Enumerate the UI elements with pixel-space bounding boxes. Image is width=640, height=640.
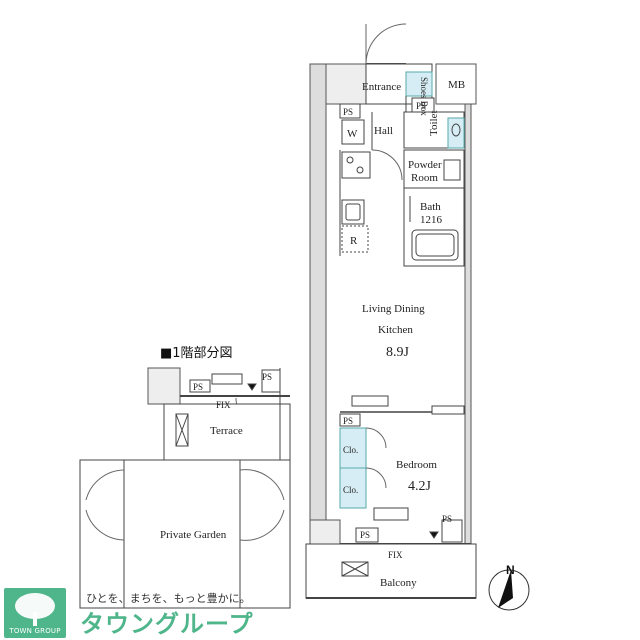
closet-label-2: Clo.: [343, 485, 358, 495]
closet-label-1: Clo.: [343, 445, 358, 455]
bedroom-label: Bedroom: [396, 459, 437, 471]
entrance-door-swing: [365, 23, 407, 65]
ff-window-marker: [247, 383, 257, 391]
logo-slogan: ひとを、まちを、もっと豊かに。: [86, 592, 251, 605]
company-logo: TOWN GROUP ひとを、まちを、もっと豊かに。 タウングループ: [0, 584, 340, 640]
kitchen-sink: [341, 199, 365, 225]
ps-box-lower-left: [355, 527, 379, 543]
ff-ps-label-right: PS: [262, 372, 272, 382]
tree-icon: [15, 593, 55, 626]
refrigerator-space: [341, 225, 369, 253]
logo-company-name: タウングループ: [80, 610, 254, 638]
bath-label-line2: 1216: [420, 214, 443, 226]
ldk-label-line2: Kitchen: [378, 324, 413, 336]
main-unit-plan: [305, 23, 477, 599]
shoes-box: [405, 71, 433, 97]
bathtub-inner: [415, 233, 455, 257]
sliding-door: [431, 405, 465, 415]
meter-box: [435, 63, 477, 105]
hatch-cross-2: [341, 561, 369, 577]
ff-shelf: [211, 373, 243, 385]
terrace-hatch-cross-2: [175, 413, 189, 447]
ps-label-lower-right: PS: [442, 514, 452, 524]
mb-label: MB: [448, 79, 465, 91]
washer-label: W: [347, 128, 358, 140]
terrace-label: Terrace: [210, 425, 243, 437]
entrance-label: Entrance: [362, 81, 401, 93]
toilet-fixture: [447, 117, 465, 149]
ldk-label-line1: Living Dining: [362, 303, 425, 315]
bath-label-line1: Bath: [420, 201, 441, 213]
ps-box-bedroom: [339, 413, 361, 427]
toilet-label: Toilet: [428, 110, 440, 136]
sink-bowl: [345, 203, 361, 221]
ldk-size-label: 8.9J: [386, 345, 410, 360]
closet-door-swing-2: [365, 467, 387, 489]
private-garden-label: Private Garden: [160, 529, 227, 541]
ff-fix-label: FIX: [216, 400, 231, 410]
ff-ps-label-left: PS: [193, 382, 203, 392]
first-floor-plan: [79, 367, 291, 609]
hall-door-swing: [371, 149, 403, 181]
ff-ps-box-left: [189, 379, 211, 393]
shoes-box-label: Shoes Box: [419, 77, 429, 116]
garden-gate-right-swing-1: [239, 469, 285, 501]
ps-label-upper-right: PS: [416, 101, 426, 111]
burner-1: [346, 156, 354, 164]
air-conditioner: [373, 507, 409, 521]
tree-logo-icon: TOWN GROUP: [4, 588, 66, 638]
ps-box-upper-left: [339, 103, 361, 119]
hall-label: Hall: [374, 125, 393, 137]
entrance-left-pillar: [325, 63, 367, 105]
bedroom-size-label: 4.2J: [408, 479, 432, 494]
garden-gate-right-swing-2: [239, 509, 285, 541]
balcony-area: [305, 543, 477, 599]
toilet-bowl: [451, 123, 461, 137]
compass-north-label: N: [506, 563, 515, 577]
balcony-label: Balcony: [380, 577, 417, 589]
ps-box-lower-right: [441, 519, 463, 543]
private-garden-area: [79, 459, 291, 609]
refrigerator-label: R: [350, 235, 358, 247]
first-floor-title: ■1階部分図: [160, 346, 233, 361]
washer-box: [341, 119, 365, 145]
right-outer-wall: [464, 103, 472, 545]
window-marker: [429, 531, 439, 539]
stove: [341, 151, 371, 179]
partition-shelf: [351, 395, 389, 407]
left-outer-wall: [309, 63, 327, 545]
garden-gate-left-swing-1: [85, 469, 125, 501]
north-compass-icon: N: [488, 563, 530, 611]
burner-2: [356, 166, 364, 174]
logo-badge-text: TOWN GROUP: [9, 627, 61, 635]
ps-label-lower-left: PS: [360, 530, 370, 540]
ff-pillar: [147, 367, 181, 405]
washbasin: [443, 159, 461, 181]
ps-label-upper-left: PS: [343, 107, 353, 117]
fix-label-main: FIX: [388, 550, 403, 560]
powder-room-label-line2: Room: [411, 172, 438, 184]
garden-gate-left-swing-2: [85, 509, 125, 541]
powder-room-label-line1: Powder: [408, 159, 442, 171]
closet-door-swing-1: [365, 427, 387, 449]
ps-label-bedroom: PS: [343, 416, 353, 426]
